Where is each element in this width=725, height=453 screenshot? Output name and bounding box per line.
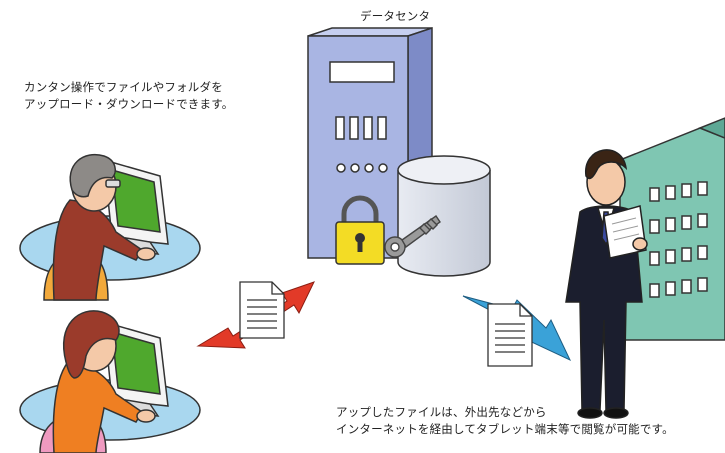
user-at-computer-icon: [19, 310, 201, 453]
document-icon: [487, 303, 533, 367]
document-icon: [239, 281, 285, 339]
upload-description: カンタン操作でファイルやフォルダを アップロード・ダウンロードできます。: [24, 79, 233, 113]
key-icon: [384, 215, 441, 258]
remote-access-description-line-2: インターネットを経由してタブレット端末等で閲覧が可能です。: [336, 422, 674, 436]
data-center-label: データセンタ: [360, 9, 431, 23]
user-at-computer-icon: [19, 153, 201, 301]
upload-description-line-2: アップロード・ダウンロードできます。: [24, 97, 234, 111]
lock-icon: [335, 195, 385, 265]
businessman-with-tablet-icon: [565, 149, 648, 419]
database-icon: [397, 155, 491, 277]
remote-access-description: アップしたファイルは、外出先などから インターネットを経由してタブレット端末等で…: [336, 404, 674, 438]
upload-description-line-1: カンタン操作でファイルやフォルダを: [24, 80, 223, 94]
upload-download-arrow: [196, 281, 315, 349]
remote-access-description-line-1: アップしたファイルは、外出先などから: [336, 405, 547, 419]
